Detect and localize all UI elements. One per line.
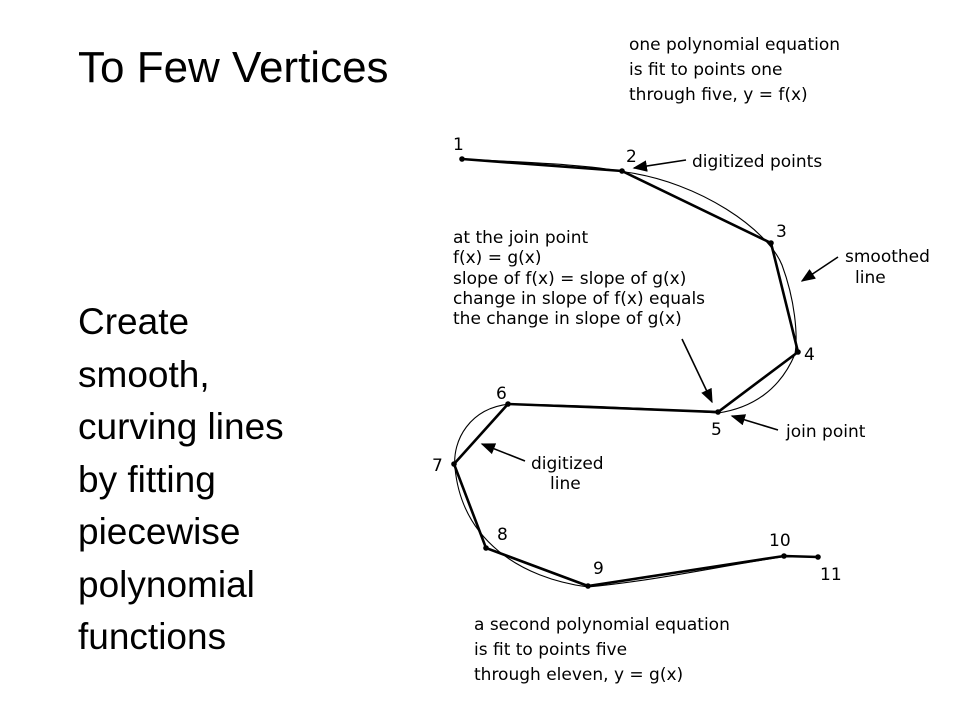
vertex-dot [768,240,774,246]
digitized-line-label: line [550,474,581,494]
point-label-11: 11 [820,565,842,585]
point-label-8: 8 [497,525,508,545]
vertex-dot [483,545,489,551]
note-line: through eleven, y = g(x) [474,665,683,685]
smoothed-curve [454,158,818,588]
body-line: Create [78,301,190,342]
join-point-arrow [730,414,779,431]
note-line: f(x) = g(x) [453,248,541,268]
digitized-line [452,157,819,588]
bottom-note: a second polynomial equation is fit to p… [474,615,730,685]
body-line: curving lines [78,406,284,447]
join-conditions-arrow [681,338,713,404]
note-line: through five, y = f(x) [629,85,808,105]
smoothed-line-label: line [855,268,886,288]
note-line: the change in slope of g(x) [453,309,682,329]
join-point-label: join point [785,422,866,442]
smoothed-line-label: smoothed [845,247,930,267]
vertex-dot [619,168,625,174]
body-line: functions [78,616,227,657]
note-line: slope of f(x) = slope of g(x) [453,269,686,289]
top-note: one polynomial equation is fit to points… [629,35,840,105]
body-line: piecewise [78,511,241,552]
digitized-line-arrow [480,443,526,462]
vertex-dot [795,349,801,355]
slide-title: To Few Vertices [78,43,389,92]
point-label-7: 7 [432,456,443,476]
vertex-dot [781,553,787,559]
point-label-5: 5 [711,420,722,440]
note-line: is fit to points one [629,60,782,80]
vertex-dot [505,401,511,407]
point-label-2: 2 [626,147,637,167]
digitized-points-arrow [632,159,687,172]
vertex-dot [815,554,821,560]
body-line: smooth, [78,353,210,395]
join-conditions-note: at the join point f(x) = g(x) slope of f… [453,228,705,329]
point-label-3: 3 [776,222,787,242]
vertices [451,156,821,589]
smoothed-line-arrow [800,256,839,282]
note-line: at the join point [453,228,589,248]
note-line: is fit to points five [474,640,627,660]
body-line: polynomial [78,563,255,605]
vertex-dot [585,583,591,589]
point-label-9: 9 [593,559,604,579]
vertex-dot [715,409,721,415]
digitized-line-label: digitized [531,454,604,474]
point-label-1: 1 [453,135,464,155]
point-label-10: 10 [769,531,791,551]
digitized-points-label: digitized points [692,152,822,172]
point-label-4: 4 [804,345,815,365]
body-text: Create smooth, curving lines by fitting … [78,296,348,664]
note-line: one polynomial equation [629,35,840,55]
point-label-6: 6 [496,384,507,404]
vertex-dot [459,156,465,162]
vertex-dot [451,461,457,467]
note-line: change in slope of f(x) equals [453,289,705,309]
note-line: a second polynomial equation [474,615,730,635]
body-line: by fitting [78,458,216,500]
